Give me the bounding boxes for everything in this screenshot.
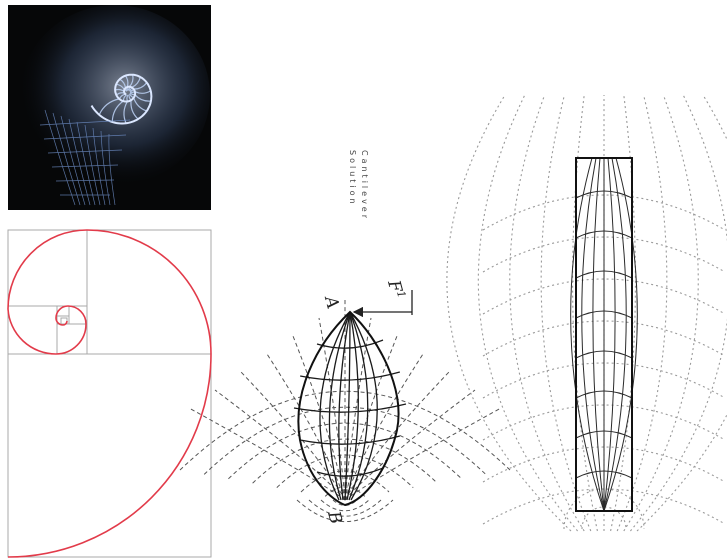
cantilever-dashed-curve — [215, 390, 345, 500]
golden-spiral-diagram — [8, 230, 211, 557]
point-b-label: B — [323, 508, 346, 526]
column-dotted-curve — [617, 95, 667, 531]
vertical-label-cantilever: Cantilever — [360, 150, 369, 221]
cantilever-dashed-arc — [309, 500, 381, 516]
cantilever-solid-crossline — [300, 436, 400, 444]
cantilever-solution-diagram: Cantilever Solution F1 A B — [180, 150, 510, 526]
column-dotted-curve — [447, 95, 571, 531]
shell-glow — [20, 5, 210, 185]
column-inner-curve — [593, 158, 604, 511]
column-stress-diagram — [447, 95, 727, 531]
point-a-label: A — [320, 292, 343, 311]
column-dotted-curve — [510, 95, 584, 531]
nautilus-shell-photo — [8, 5, 211, 210]
cantilever-dashed-curve — [345, 408, 501, 500]
cantilever-solid-crossline — [294, 404, 406, 412]
column-inner-arcs — [571, 158, 638, 511]
column-dotted-curve — [624, 95, 698, 531]
vertical-label-solution: Solution — [348, 150, 357, 207]
golden-spiral-curve — [8, 230, 211, 557]
column-dotted-field-lines — [447, 95, 727, 531]
golden-outer-rectangle — [8, 230, 211, 557]
column-inner-curve — [604, 158, 615, 511]
column-dotted-curve — [637, 95, 727, 531]
column-dotted-curve — [630, 95, 727, 531]
golden-rectangle-grid — [8, 230, 211, 557]
force-label: F1 — [383, 277, 408, 302]
column-dotted-curve — [541, 95, 591, 531]
column-dotted-curve — [478, 95, 577, 531]
